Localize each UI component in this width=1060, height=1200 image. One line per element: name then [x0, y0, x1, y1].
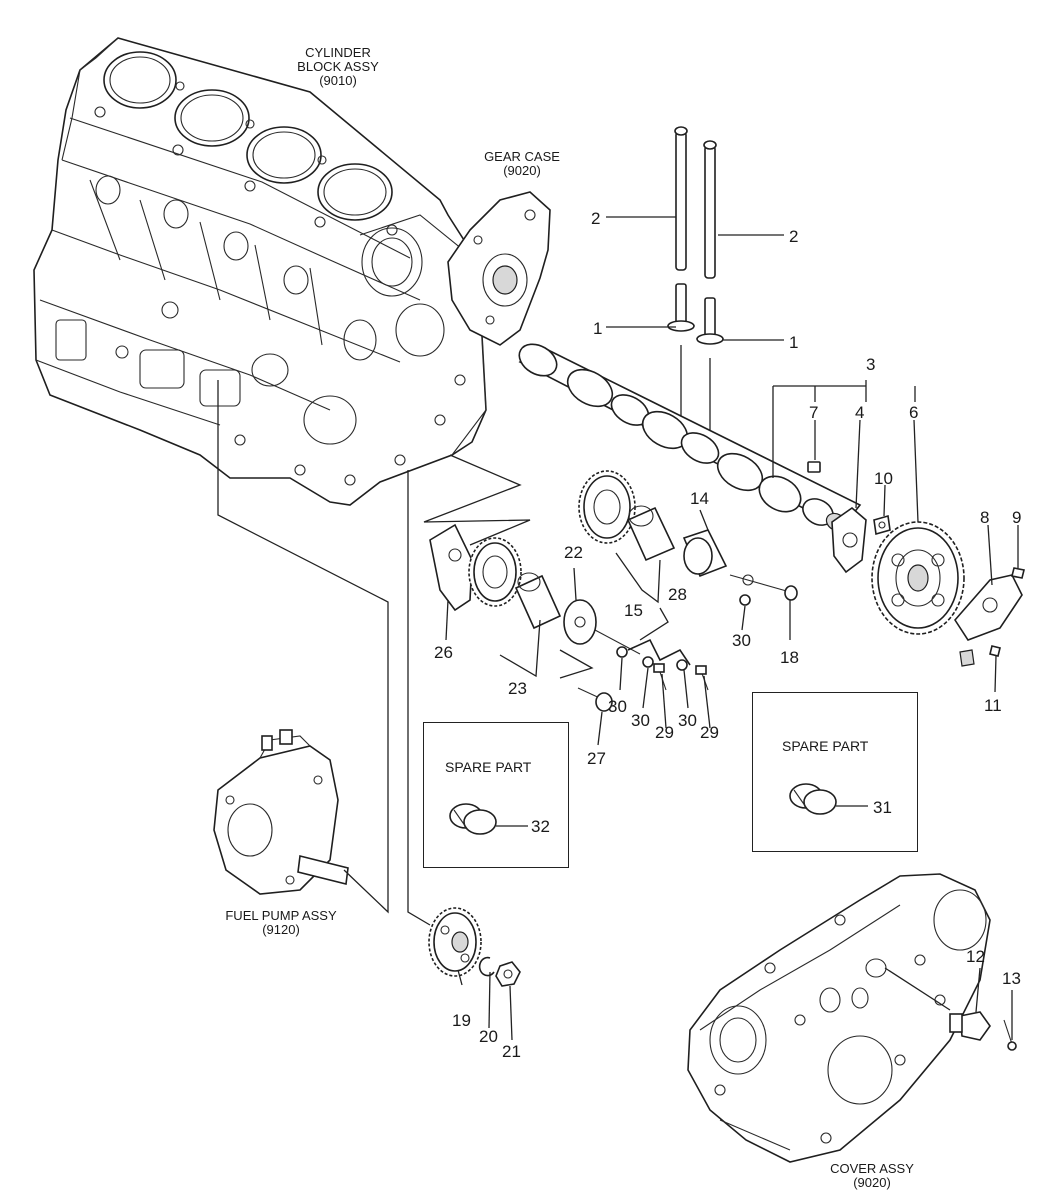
spare-part-title-left: SPARE PART — [445, 759, 532, 775]
callout-28: 28 — [668, 585, 687, 604]
callout-10: 10 — [874, 469, 893, 488]
callout-6: 6 — [909, 403, 919, 422]
callout-18: 18 — [780, 648, 799, 667]
callout-4: 4 — [855, 403, 865, 422]
idler-gear-2-drawing — [429, 523, 641, 655]
spare-part-box-left: SPARE PART 32 — [423, 722, 569, 868]
callout-2-left: 2 — [591, 209, 601, 228]
callout-31: 31 — [873, 798, 892, 817]
tappets-drawing — [667, 283, 724, 440]
cam-gear-drawing — [871, 521, 965, 635]
callout-3: 3 — [866, 355, 876, 374]
callout-1-left: 1 — [593, 319, 603, 338]
fuel-pump-label-line1: FUEL PUMP ASSY — [225, 908, 337, 923]
cylinder-block-label-line1: CYLINDER — [305, 45, 371, 60]
fuel-pump-label: FUEL PUMP ASSY (9120) — [206, 909, 356, 937]
sensor-drawing — [884, 967, 1017, 1051]
callout-11: 11 — [984, 696, 1002, 715]
callout-30-right: 30 — [732, 631, 751, 650]
fuel-pump-drawing — [213, 729, 349, 895]
cover-label-line2: (9020) — [853, 1175, 891, 1190]
callout-2-right: 2 — [789, 227, 799, 246]
callout-12: 12 — [966, 947, 985, 966]
callout-21: 21 — [502, 1042, 521, 1061]
callout-26: 26 — [434, 643, 453, 662]
cylinder-block-label: CYLINDER BLOCK ASSY (9010) — [284, 46, 392, 88]
callout-30-a: 30 — [608, 697, 627, 716]
callout-30-b: 30 — [631, 711, 650, 730]
gear-case-label-line1: GEAR CASE — [484, 149, 560, 164]
spare-bushing-31-drawing — [789, 783, 837, 815]
gear-case-label: GEAR CASE (9020) — [470, 150, 574, 178]
callout-29-a: 29 — [655, 723, 674, 742]
callout-22: 22 — [564, 543, 583, 562]
leader-lines — [217, 216, 1019, 1041]
callout-15: 15 — [624, 601, 643, 620]
pump-gear-drawing — [428, 907, 521, 987]
callout-32: 32 — [531, 817, 550, 836]
spare-bushing-32-drawing — [449, 803, 497, 835]
idler-gear-drawing — [578, 470, 798, 601]
callout-9: 9 — [1012, 508, 1022, 527]
thrust-plate-drawing — [807, 461, 891, 574]
cylinder-block-label-line3: (9010) — [319, 73, 357, 88]
spare-part-title-right: SPARE PART — [782, 738, 869, 754]
callout-27: 27 — [587, 749, 606, 768]
callout-20: 20 — [479, 1027, 498, 1046]
cylinder-block-drawing — [33, 37, 487, 506]
cover-label: COVER ASSY (9020) — [812, 1162, 932, 1190]
callout-30-c: 30 — [678, 711, 697, 730]
callout-29-b: 29 — [700, 723, 719, 742]
callout-13: 13 — [1002, 969, 1021, 988]
fuel-pump-label-line2: (9120) — [262, 922, 300, 937]
callout-7: 7 — [809, 403, 819, 422]
callout-8: 8 — [980, 508, 990, 527]
callout-19: 19 — [452, 1011, 471, 1030]
camshaft-drawing — [518, 343, 862, 532]
callout-23: 23 — [508, 679, 527, 698]
spare-part-box-right: SPARE PART 31 — [752, 692, 918, 852]
gear-case-drawing — [447, 191, 551, 346]
push-rods-drawing — [674, 126, 717, 279]
gear-plate-drawing — [953, 567, 1025, 667]
callout-1-right: 1 — [789, 333, 799, 352]
cover-label-line1: COVER ASSY — [830, 1161, 914, 1176]
cylinder-block-label-line2: BLOCK ASSY — [297, 59, 379, 74]
callout-14: 14 — [690, 489, 709, 508]
gear-case-label-line2: (9020) — [503, 163, 541, 178]
front-cover-drawing — [687, 873, 991, 1163]
